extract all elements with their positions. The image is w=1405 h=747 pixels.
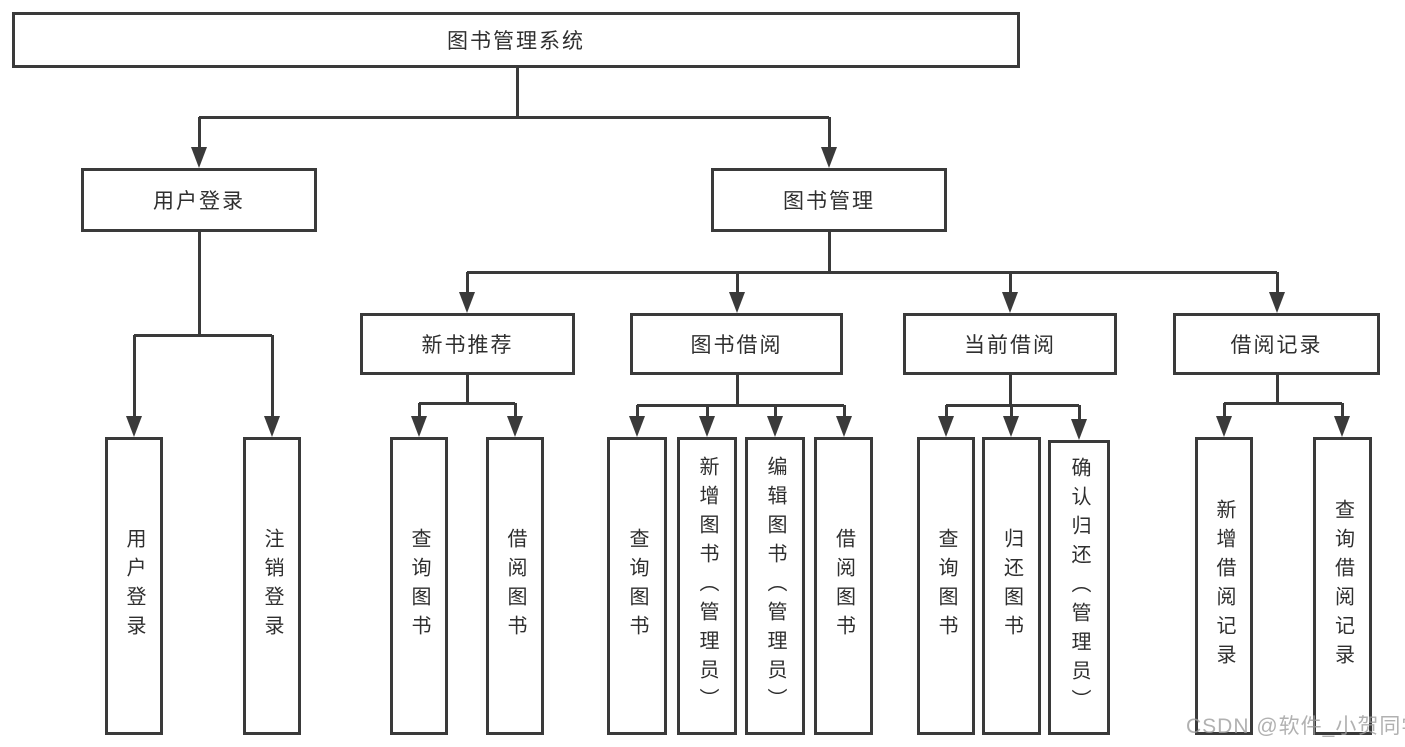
connector-line xyxy=(773,405,777,417)
connector-line xyxy=(270,335,274,417)
node-user-login: 用户登录 xyxy=(81,168,317,232)
node-bb-query: 查询图书 xyxy=(607,437,667,735)
connector-line xyxy=(1008,272,1012,293)
connector-line xyxy=(944,405,948,417)
connector-line xyxy=(1275,374,1279,403)
arrowhead-down-icon xyxy=(629,416,645,437)
arrowhead-down-icon xyxy=(821,147,837,168)
node-leaf-login: 用户登录 xyxy=(105,437,163,735)
arrowhead-down-icon xyxy=(1002,292,1018,313)
connector-line xyxy=(515,68,519,117)
connector-line xyxy=(735,272,739,293)
arrowhead-down-icon xyxy=(1003,416,1019,437)
connector-line xyxy=(465,374,469,403)
node-nb-borrow: 借阅图书 xyxy=(486,437,544,735)
node-bb-edit: 编辑图书（管理员） xyxy=(745,437,805,735)
connector-line xyxy=(735,374,739,405)
node-bb-add: 新增图书（管理员） xyxy=(677,437,737,735)
connector-line xyxy=(827,232,831,272)
node-leaf-logout: 注销登录 xyxy=(243,437,301,735)
connector-line xyxy=(417,403,421,417)
connector-line xyxy=(1224,401,1342,405)
connector-line xyxy=(637,403,844,407)
connector-line xyxy=(1009,405,1013,417)
arrowhead-down-icon xyxy=(264,416,280,437)
connector-line xyxy=(465,272,469,293)
connector-line xyxy=(1077,405,1081,420)
connector-line xyxy=(132,335,136,417)
connector-line xyxy=(199,115,829,119)
arrowhead-down-icon xyxy=(699,416,715,437)
node-cb-query: 查询图书 xyxy=(917,437,975,735)
connector-line xyxy=(1222,403,1226,417)
node-nb-query: 查询图书 xyxy=(390,437,448,735)
arrowhead-down-icon xyxy=(126,416,142,437)
node-cb-return: 归还图书 xyxy=(982,437,1041,735)
node-br-add: 新增借阅记录 xyxy=(1195,437,1253,735)
connector-line xyxy=(1340,403,1344,417)
arrowhead-down-icon xyxy=(411,416,427,437)
watermark: CSDN @软件_小贺同学 xyxy=(1186,715,1405,738)
connector-line xyxy=(1275,272,1279,293)
connector-line xyxy=(134,333,272,337)
node-bb-borrow: 借阅图书 xyxy=(814,437,873,735)
connector-line xyxy=(197,117,201,148)
node-root: 图书管理系统 xyxy=(12,12,1020,68)
connector-line xyxy=(1008,374,1012,405)
arrowhead-down-icon xyxy=(767,416,783,437)
node-br-query: 查询借阅记录 xyxy=(1313,437,1372,735)
connector-line xyxy=(842,405,846,417)
node-book-borrow: 图书借阅 xyxy=(630,313,843,375)
arrowhead-down-icon xyxy=(191,147,207,168)
arrowhead-down-icon xyxy=(836,416,852,437)
connector-line xyxy=(635,405,639,417)
arrowhead-down-icon xyxy=(1216,416,1232,437)
arrowhead-down-icon xyxy=(938,416,954,437)
node-new-book: 新书推荐 xyxy=(360,313,575,375)
arrowhead-down-icon xyxy=(507,416,523,437)
connector-line xyxy=(827,117,831,148)
connector-line xyxy=(513,403,517,417)
node-book-mgmt: 图书管理 xyxy=(711,168,947,232)
node-cb-confirm: 确认归还（管理员） xyxy=(1048,440,1110,735)
arrowhead-down-icon xyxy=(729,292,745,313)
connector-line xyxy=(467,270,1277,274)
connector-line xyxy=(419,401,515,405)
connector-line xyxy=(705,405,709,417)
arrowhead-down-icon xyxy=(459,292,475,313)
arrowhead-down-icon xyxy=(1334,416,1350,437)
arrowhead-down-icon xyxy=(1269,292,1285,313)
node-current-borrow: 当前借阅 xyxy=(903,313,1117,375)
node-borrow-record: 借阅记录 xyxy=(1173,313,1380,375)
arrowhead-down-icon xyxy=(1071,419,1087,440)
connector-line xyxy=(946,403,1079,407)
connector-line xyxy=(197,232,201,335)
